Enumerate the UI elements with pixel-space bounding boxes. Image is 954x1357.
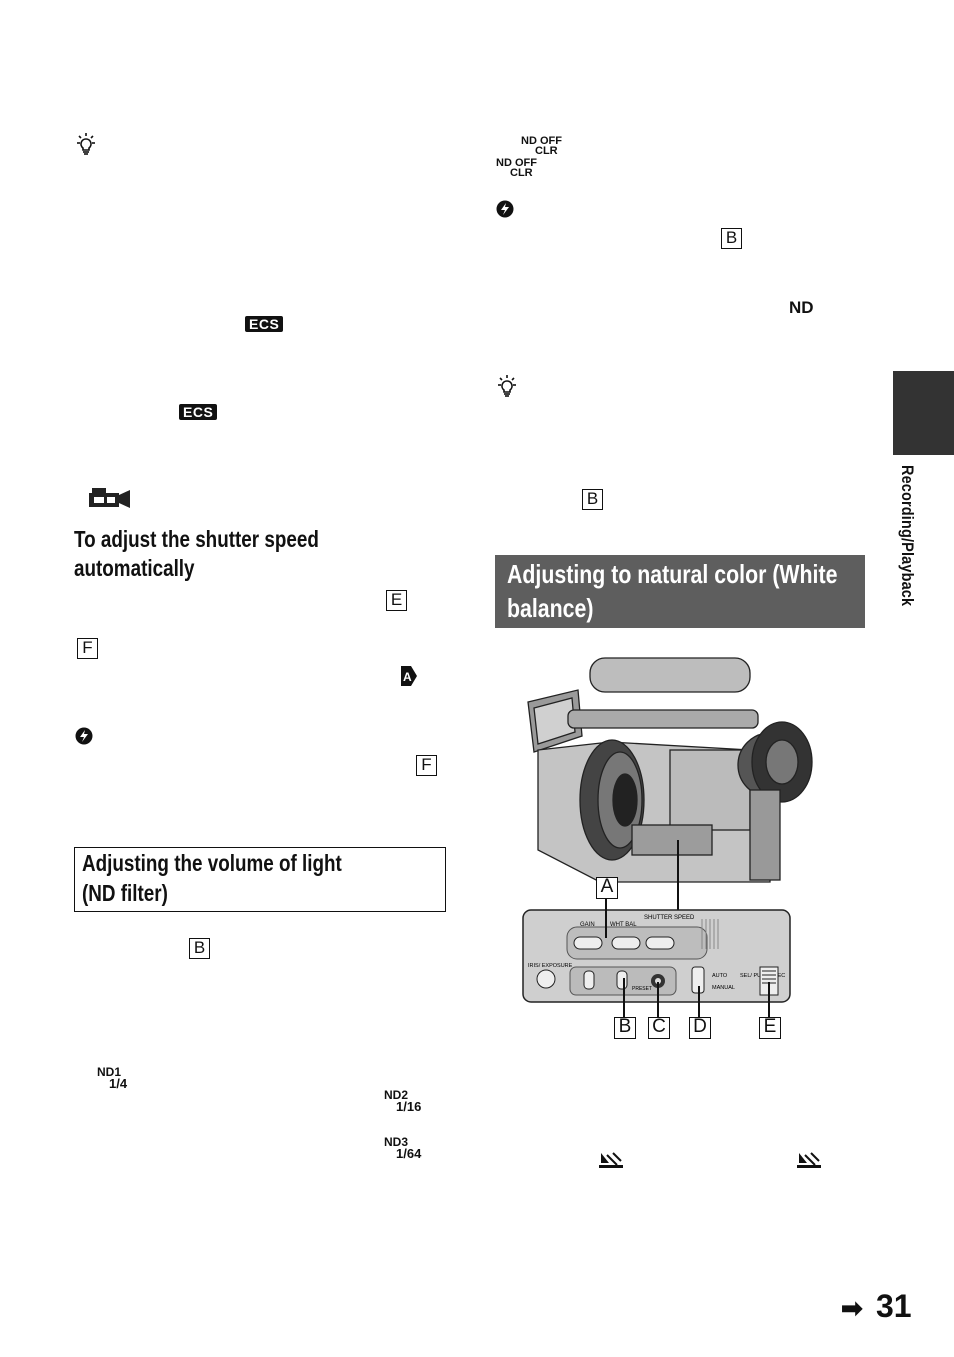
auto-mark-icon: A [401, 666, 417, 686]
label-f: F [416, 755, 437, 776]
callout-line [657, 982, 659, 1018]
callout-line [605, 898, 607, 938]
continue-arrow-icon: ➡ [841, 1293, 863, 1323]
callout-c: C [648, 1017, 670, 1039]
camcorder-mode-icon [89, 488, 130, 508]
svg-text:GAIN: GAIN [580, 922, 595, 928]
ecs-badge: ECS [245, 316, 284, 332]
callout-e: E [759, 1017, 781, 1039]
callout-line [768, 982, 770, 1018]
label-b: B [189, 938, 210, 959]
white-balance-section-heading: Adjusting to natural color (White balanc… [495, 555, 865, 628]
ecs-badge: ECS [179, 404, 218, 420]
callout-line [623, 978, 625, 1018]
tip-bulb-icon [498, 375, 516, 397]
svg-text:PRESET: PRESET [632, 986, 652, 992]
shutter-auto-subheading: To adjust the shutter speed automaticall… [74, 526, 319, 581]
callout-line [698, 986, 700, 1018]
label-b: B [582, 489, 603, 510]
svg-text:SHUTTER SPEED: SHUTTER SPEED [644, 915, 695, 921]
camcorder-illustration [527, 657, 813, 883]
svg-text:WHT BAL: WHT BAL [610, 922, 637, 928]
label-e: E [386, 590, 407, 611]
preset-white-balance-icon [599, 1152, 623, 1168]
svg-text:IRIS/ EXPOSURE: IRIS/ EXPOSURE [528, 963, 573, 969]
label-b: B [721, 228, 742, 249]
control-panel-illustration: GAIN WHT BAL SHUTTER SPEED IRIS/ EXPOSUR… [522, 909, 791, 1003]
callout-b: B [614, 1017, 636, 1039]
svg-text:A: A [403, 670, 412, 684]
preset-white-balance-icon [797, 1152, 821, 1168]
callout-a: A [596, 877, 618, 899]
callout-line [677, 840, 679, 911]
page-number: 31 [876, 1288, 912, 1324]
side-tab-label: Recording/Playback [898, 465, 917, 607]
caution-icon [496, 200, 514, 218]
svg-text:MANUAL: MANUAL [712, 985, 735, 991]
label-f: F [77, 638, 98, 659]
svg-text:AUTO: AUTO [712, 973, 728, 979]
nd-filter-section-heading: Adjusting the volume of light (ND filter… [74, 847, 446, 912]
side-tab [893, 371, 954, 455]
tip-bulb-icon [77, 133, 95, 155]
nd-indicator: ND [789, 298, 814, 317]
callout-d: D [689, 1017, 711, 1039]
caution-icon [75, 727, 93, 745]
